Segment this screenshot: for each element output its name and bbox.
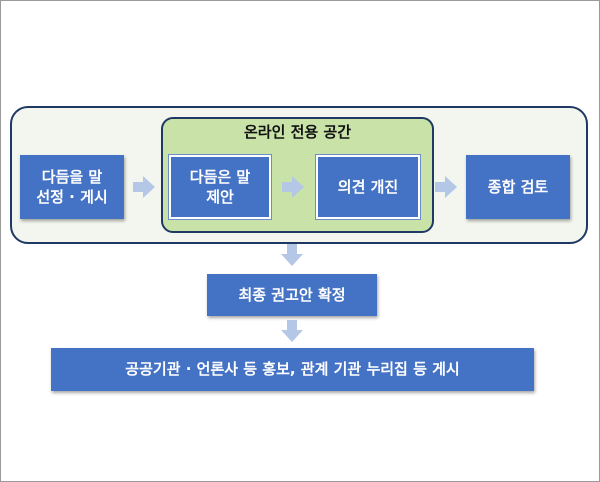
step-opinion-label: 의견 개진 [337,177,399,196]
step-select-post-label: 다듬을 말 선정 · 게시 [36,167,108,206]
step-review-label: 종합 검토 [487,177,549,196]
step-select-post: 다듬을 말 선정 · 게시 [20,155,124,219]
step-propose: 다듬은 말 제안 [169,155,271,219]
step-propose-label: 다듬은 말 제안 [189,167,251,206]
online-space-title: 온라인 전용 공간 [243,123,352,141]
step-finalize-label: 최종 권고안 확정 [238,285,346,304]
step-opinion: 의견 개진 [316,155,420,219]
step-publicize: 공공기관 · 언론사 등 홍보, 관계 기관 누리집 등 게시 [51,348,534,391]
step-publicize-label: 공공기관 · 언론사 등 홍보, 관계 기관 누리집 등 게시 [125,360,460,379]
step-review: 종합 검토 [466,155,570,219]
step-finalize: 최종 권고안 확정 [207,274,377,316]
